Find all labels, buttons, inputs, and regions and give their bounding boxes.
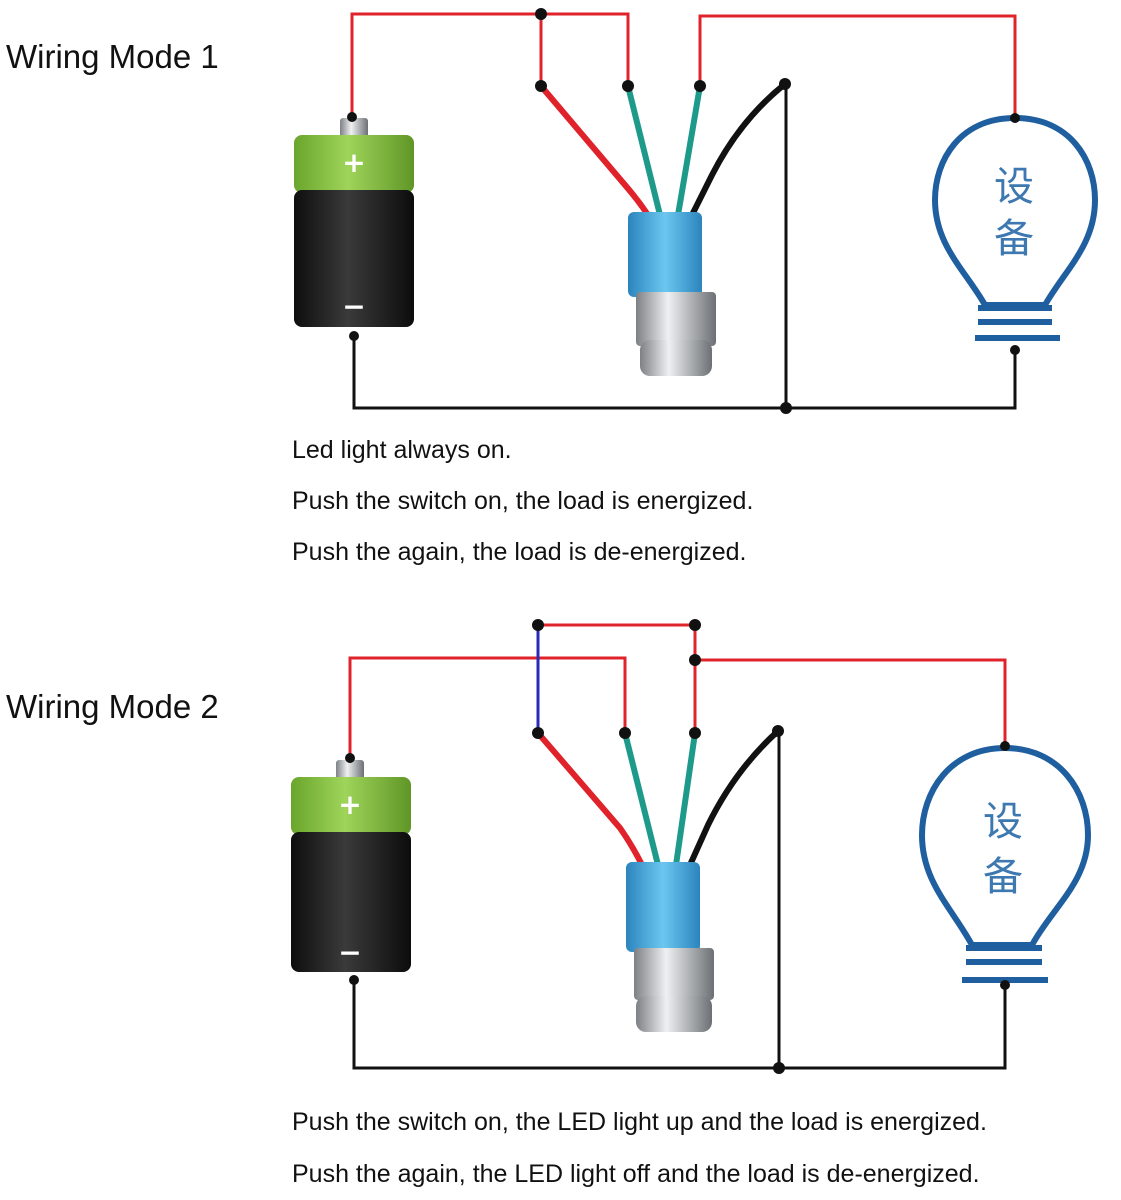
- mode2-switch: [626, 862, 714, 1032]
- battery-body: [291, 832, 411, 972]
- battery-body: [294, 190, 414, 327]
- mode1-battery: + −: [294, 118, 414, 327]
- junction-dot: [619, 727, 631, 739]
- mode1-bulb: 设 备: [931, 114, 1099, 341]
- mode1-switch: [628, 212, 716, 376]
- mode1-junctions: [347, 8, 1020, 414]
- mode2-red-wire-load: [695, 658, 1007, 745]
- bulb-label-2: 备: [994, 216, 1034, 262]
- junction-dot: [1000, 741, 1010, 751]
- mode2-red-wire-battery: [348, 656, 627, 758]
- mode1-title: Wiring Mode 1: [6, 38, 219, 75]
- mode2-lead-green-1: [622, 730, 661, 868]
- switch-connector: [626, 862, 700, 952]
- junction-dot: [694, 80, 706, 92]
- junction-dot: [1010, 113, 1020, 123]
- junction-dot: [1000, 980, 1010, 990]
- battery-minus-sign: −: [338, 936, 361, 969]
- junction-dot: [1010, 345, 1020, 355]
- switch-housing: [636, 292, 716, 346]
- battery-minus-sign: −: [342, 290, 365, 323]
- mode1-lead-green-1: [625, 83, 663, 218]
- mode2-battery: + −: [291, 760, 411, 972]
- junction-dot: [532, 619, 544, 631]
- junction-dot: [779, 78, 791, 90]
- battery-terminal: [340, 118, 368, 138]
- mode2-caption-2: Push the again, the LED light off and th…: [292, 1160, 980, 1188]
- mode1-lead-red: [538, 83, 651, 218]
- junction-dot: [349, 975, 359, 985]
- battery-plus-sign: +: [338, 788, 361, 821]
- mode2-junctions: [345, 619, 1010, 1074]
- junction-dot: [689, 654, 701, 666]
- junction-dot: [780, 402, 792, 414]
- mode1-lead-green-2: [675, 83, 703, 218]
- bulb-label-2: 备: [983, 854, 1023, 900]
- battery-terminal: [336, 760, 364, 780]
- mode2-title: Wiring Mode 2: [6, 688, 219, 725]
- mode1-red-wire-load: [698, 14, 1017, 118]
- junction-dot: [535, 8, 547, 20]
- junction-dot: [345, 753, 355, 763]
- mode1-caption-3: Push the again, the load is de-energized…: [292, 538, 747, 566]
- junction-dot: [772, 725, 784, 737]
- junction-dot: [773, 1062, 785, 1074]
- battery-top: [291, 777, 411, 835]
- mode2-black-wire-return: [352, 980, 1007, 1070]
- mode2-lead-red: [535, 730, 645, 868]
- junction-dot: [532, 727, 544, 739]
- battery-top: [294, 135, 414, 193]
- mode1-caption-2: Push the switch on, the load is energize…: [292, 487, 754, 515]
- battery-plus-sign: +: [342, 146, 365, 179]
- switch-connector: [628, 212, 702, 297]
- mode2-lead-green-2: [673, 730, 698, 868]
- junction-dot: [689, 727, 701, 739]
- junction-dot: [347, 112, 357, 122]
- switch-button: [636, 996, 712, 1032]
- switch-housing: [634, 948, 714, 1000]
- junction-dot: [535, 80, 547, 92]
- bulb-glass: [931, 114, 1099, 308]
- mode2-red-wire-top: [538, 623, 697, 733]
- bulb-label-1: 设: [994, 164, 1034, 210]
- mode1-caption-1: Led light always on.: [292, 436, 512, 464]
- junction-dot: [689, 619, 701, 631]
- mode1-black-wire-return: [352, 335, 1017, 410]
- mode1-diagram: + − 设 备: [294, 8, 1099, 414]
- mode1-lead-black: [689, 81, 788, 218]
- bulb-glass: [918, 744, 1092, 948]
- bulb-label-1: 设: [983, 799, 1023, 845]
- switch-button: [640, 340, 712, 376]
- mode1-red-wire-battery: [350, 12, 630, 117]
- mode2-bulb: 设 备: [918, 744, 1092, 983]
- mode2-caption-1: Push the switch on, the LED light up and…: [292, 1108, 987, 1136]
- mode2-lead-black: [687, 728, 781, 868]
- junction-dot: [622, 80, 634, 92]
- mode2-diagram: + − 设 备: [291, 619, 1092, 1074]
- junction-dot: [349, 331, 359, 341]
